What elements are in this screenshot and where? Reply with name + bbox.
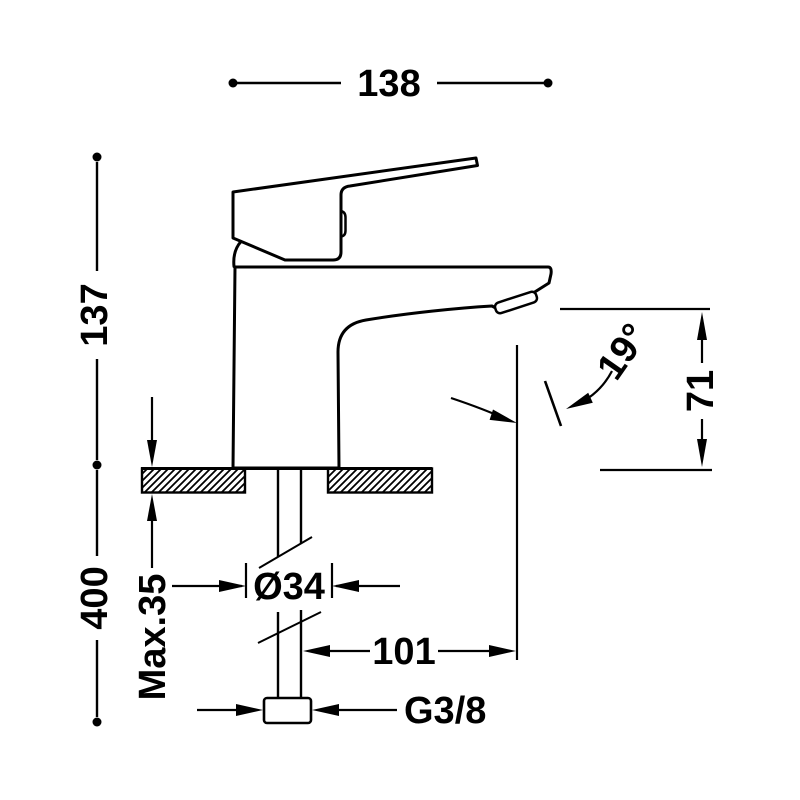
pipe-break-upper [258,536,313,569]
arrow-right-icon [219,580,246,592]
dim-height-above-deck: 137 [74,152,116,470]
dim-supply-connection: G3/8 [197,690,486,732]
handle-notch [339,209,347,238]
dim-max-deck-thickness: Max.35 [132,397,174,700]
aerator [493,290,539,315]
faucet-body-spout [231,265,553,470]
arrow-right-icon [489,409,517,423]
dim-hole-diameter: Ø34 [172,563,400,608]
dim-label-height-above-deck: 137 [74,283,116,346]
faucet-figure [231,156,553,470]
dim-dot [92,717,102,727]
arrow-right-icon [236,704,263,716]
arrow-left-icon [303,645,330,657]
arrow-up-icon [697,312,707,340]
dim-dot [543,78,553,88]
dim-spout-reach: 101 [303,345,519,673]
arrow-up-icon [147,494,157,521]
supply-pipe [257,470,322,725]
arrow-left-icon [566,392,593,409]
dim-label-overall-width: 138 [357,63,420,105]
countertop-right-section [326,467,434,494]
dim-tick [244,563,334,598]
countertop-left-section [140,467,247,494]
dim-spout-height: 71 [560,307,722,472]
dim-dot [92,460,102,470]
dim-depth-below-deck: 400 [74,470,116,727]
faucet-handle [231,156,479,262]
dim-overall-width: 138 [228,63,553,105]
arrow-left-icon [312,704,339,716]
dim-label-hole-diameter: Ø34 [253,566,325,608]
dim-label-supply-connection: G3/8 [404,690,486,732]
handle-base-curve [232,240,243,268]
angle-tick-line [543,380,563,427]
dim-label-depth-below-deck: 400 [74,566,116,629]
g38-fitting [262,696,313,725]
dim-dot [92,152,102,162]
dim-label-max-deck-thickness: Max.35 [132,574,174,701]
pipe-break-lower [257,611,322,644]
pipe-lower-segment [276,610,303,698]
dim-dot [228,78,238,88]
pipe-upper-segment [276,470,303,557]
arrow-down-icon [697,439,707,467]
countertop [140,467,434,494]
dim-label-spout-height: 71 [680,370,722,412]
arrow-right-icon [489,645,516,657]
dim-label-spout-reach: 101 [372,631,435,673]
arrow-down-icon [147,440,157,467]
